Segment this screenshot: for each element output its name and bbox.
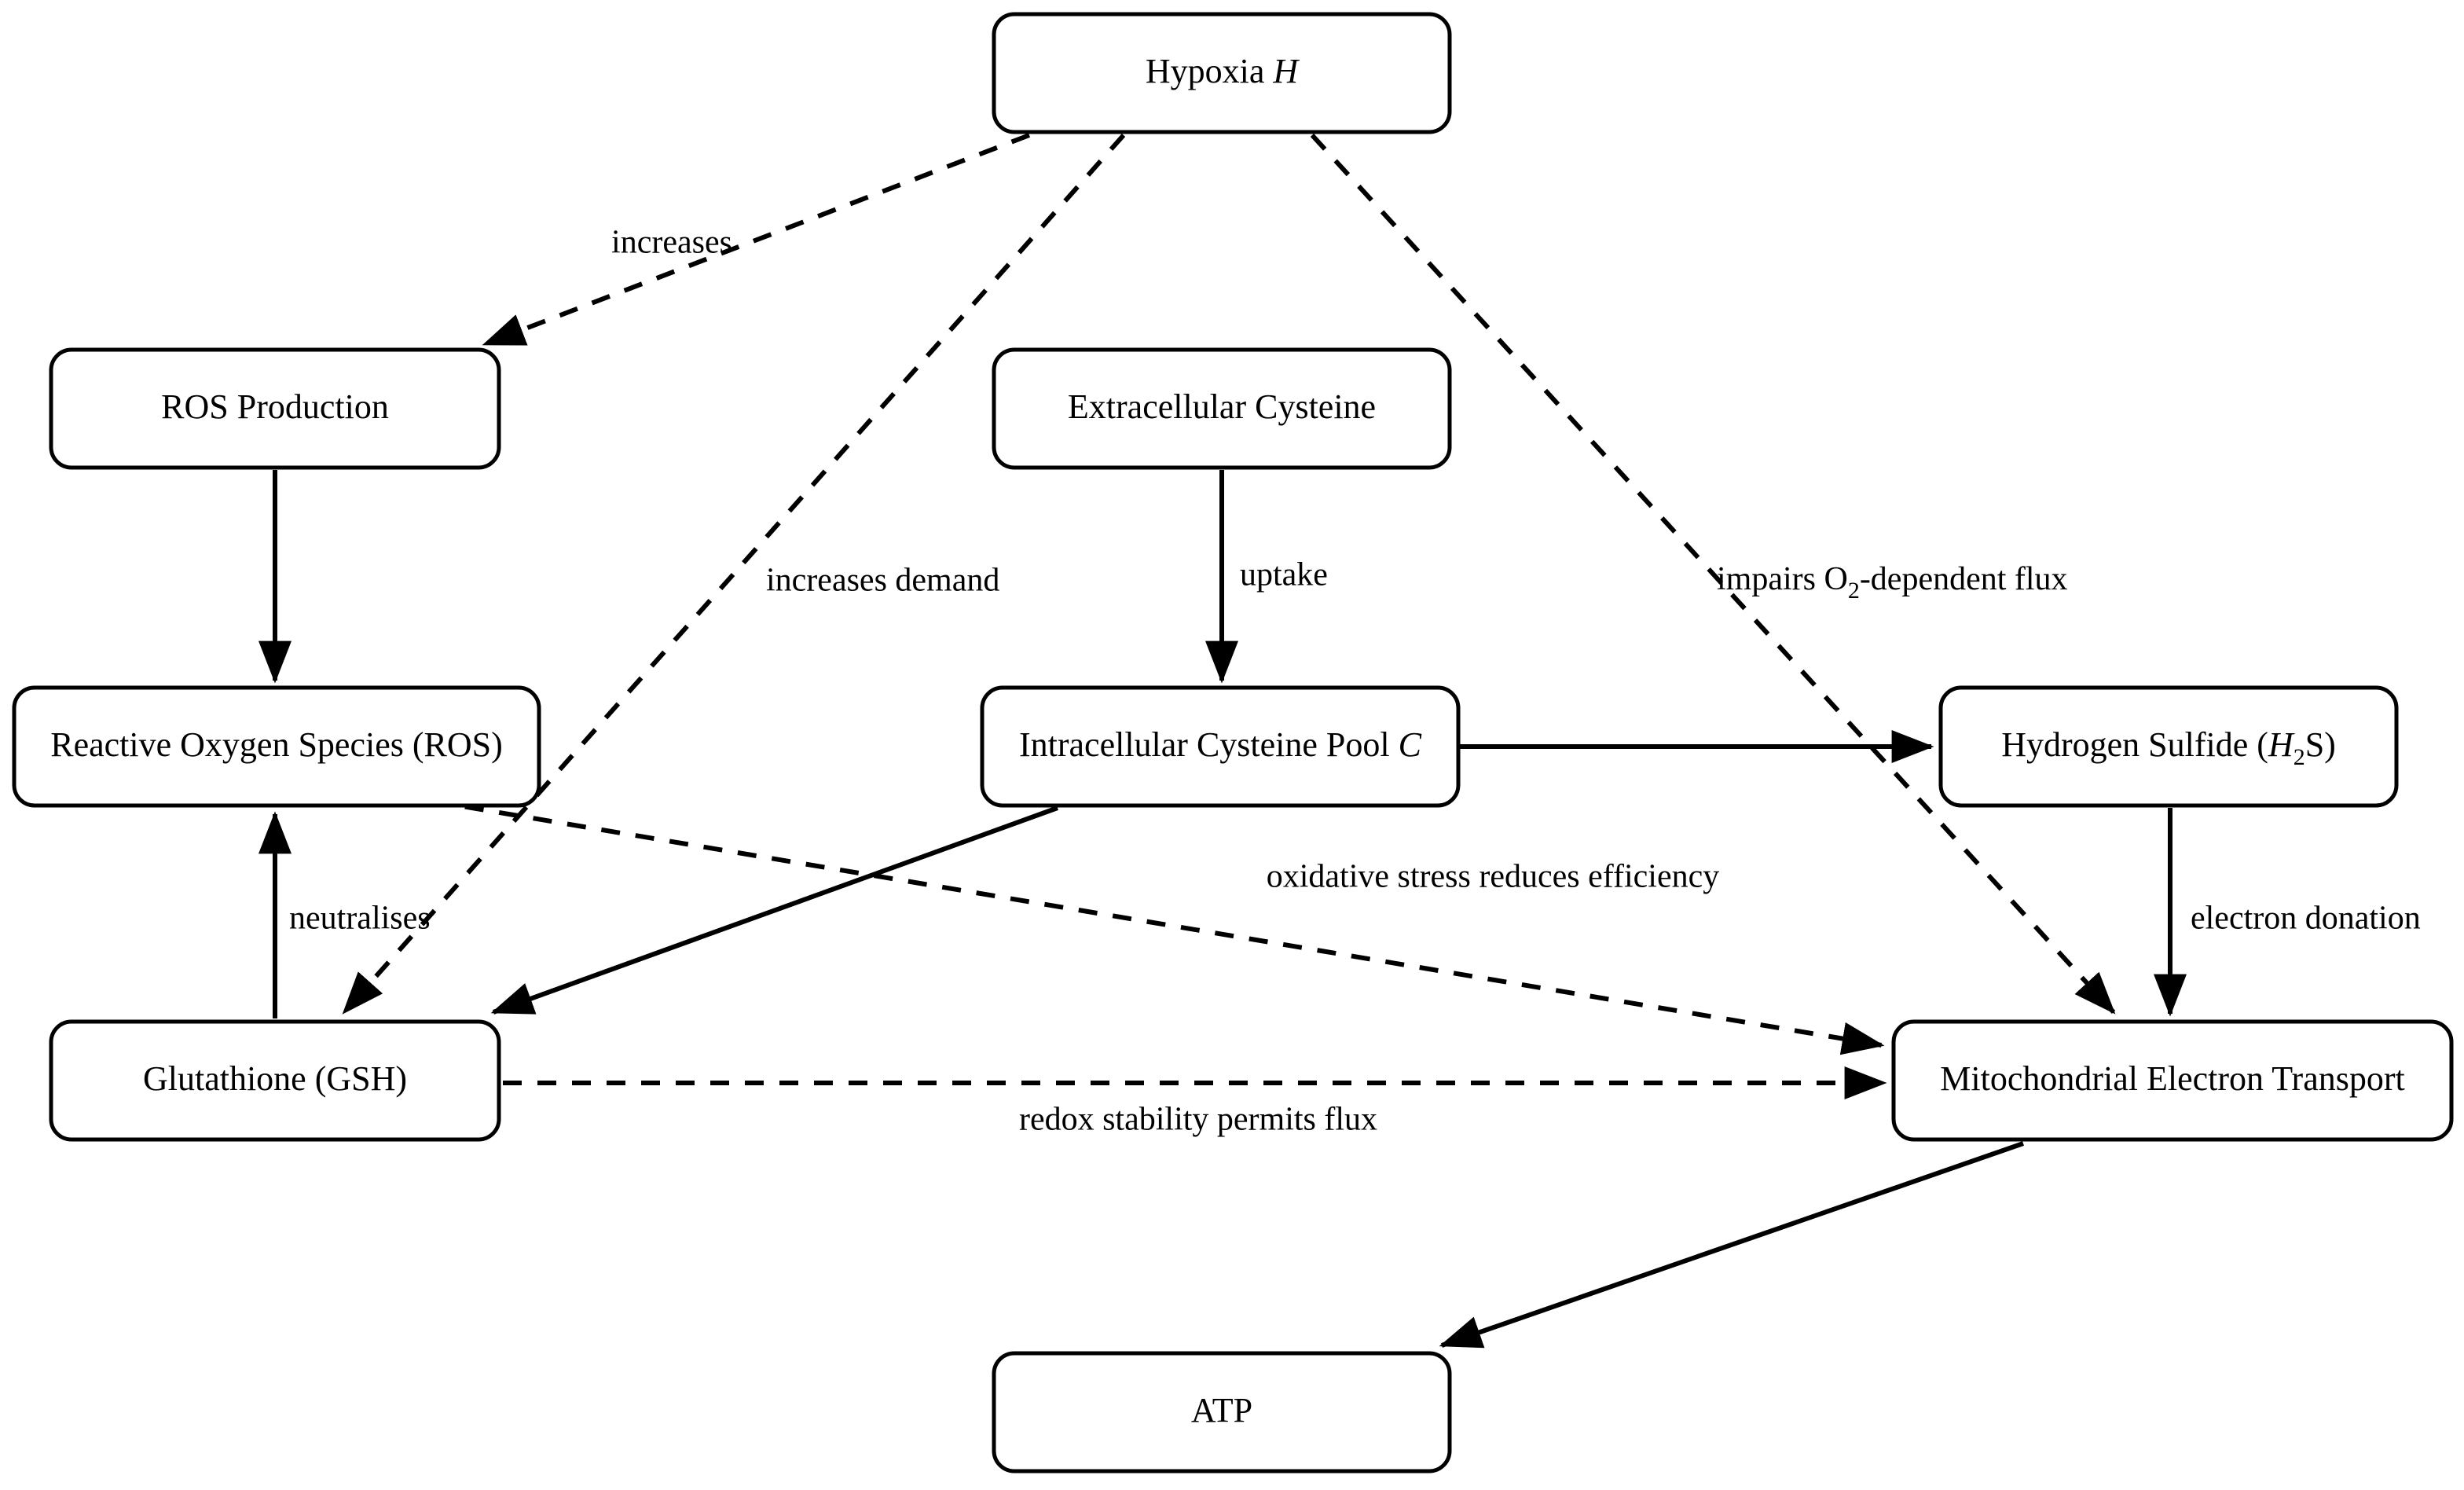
node-hypoxia-label-text: Hypoxia (1146, 52, 1274, 90)
node-h2s-label-suffix: S) (2305, 725, 2336, 764)
node-atp-label: ATP (1191, 1391, 1252, 1429)
node-hypoxia-label-italic: H (1272, 52, 1300, 90)
edge-hydrogen-sulfide-to-mitochondrial-electron-transport: electron donation (2154, 808, 2421, 1017)
node-mitochondrial-electron-transport-label: Mitochondrial Electron Transport (1940, 1059, 2405, 1098)
edge-label-part-a: impairs O (1717, 561, 1848, 597)
node-intracellular-cysteine-pool-box[interactable] (980, 685, 1461, 808)
node-h2s-label-subscript: 2 (2294, 744, 2305, 770)
node-ros-production-box[interactable] (49, 347, 501, 470)
edge-hypoxia-to-mitochondrial-electron-transport: impairs O2-dependent flux (1310, 133, 2116, 1015)
edge-label-part-b: -dependent flux (1860, 561, 2068, 597)
node-ros-production-label: ROS Production (161, 387, 389, 426)
edges-layer: increases increases demand impairs O2-de… (258, 133, 2421, 1349)
edge-label-impairs-o2-dependent-flux: impairs O2-dependent flux (1717, 561, 2068, 604)
node-reactive-oxygen-species[interactable]: Reactive Oxygen Species (ROS) (12, 685, 541, 808)
edge-extracellular-cysteine-to-cysteine-pool: uptake (1205, 470, 1328, 684)
edge-label-subscript: 2 (1848, 578, 1860, 604)
node-extracellular-cysteine[interactable]: Extracellular Cysteine (992, 347, 1452, 470)
node-cys-pool-label-italic: C (1399, 725, 1422, 764)
node-h2s-label-text: Hydrogen Sulfide ( (2001, 725, 2268, 764)
edge-label-oxidative-stress-reduces-efficiency: oxidative stress reduces efficiency (1267, 859, 1720, 895)
edge-cysteine-pool-to-glutathione (490, 806, 1059, 1015)
edge-hypoxia-to-ros-production: increases (482, 133, 1031, 347)
node-hydrogen-sulfide-label: Hydrogen Sulfide (H2S) (2001, 725, 2336, 770)
node-hypoxia-box[interactable] (992, 12, 1452, 134)
node-hydrogen-sulfide[interactable]: Hydrogen Sulfide (H2S) (1938, 685, 2399, 808)
edge-ros-to-mitochondrial-electron-transport: oxidative stress reduces efficiency (396, 793, 1885, 1055)
edge-glutathione-to-ros: neutralises (258, 811, 431, 1018)
node-hypoxia-label: Hypoxia H (1146, 52, 1300, 90)
edge-line-oxidative-stress-reduces-efficiency (396, 793, 1885, 1055)
node-reactive-oxygen-species-label: Reactive Oxygen Species (ROS) (50, 725, 503, 764)
edge-label-redox-stability-permits-flux: redox stability permits flux (1019, 1102, 1377, 1138)
node-extracellular-cysteine-label: Extracellular Cysteine (1068, 387, 1376, 426)
edge-line-impairs-o2-dependent-flux (1310, 133, 2116, 1015)
node-hydrogen-sulfide-box[interactable] (1938, 685, 2399, 808)
edge-label-increases: increases (611, 225, 732, 261)
node-h2s-label-italic: H (2268, 725, 2295, 764)
node-atp[interactable]: ATP (992, 1351, 1452, 1473)
node-intracellular-cysteine-pool-label: Intracellular Cysteine Pool C (1019, 725, 1422, 764)
edge-label-neutralises: neutralises (289, 901, 431, 937)
edge-label-electron-donation: electron donation (2191, 901, 2421, 937)
node-glutathione-box[interactable] (49, 1019, 501, 1142)
edge-glutathione-to-mitochondrial-electron-transport: redox stability permits flux (503, 1066, 1887, 1138)
node-reactive-oxygen-species-box[interactable] (12, 685, 541, 808)
nodes-layer: Hypoxia H ROS Production Extracellular C… (12, 12, 2454, 1473)
edge-label-uptake: uptake (1240, 557, 1328, 593)
edge-line-increases-demand (342, 134, 1126, 1015)
edge-label-increases-demand: increases demand (766, 563, 999, 599)
edge-line-met-atp (1439, 1141, 2024, 1349)
node-extracellular-cysteine-box[interactable] (992, 347, 1452, 470)
edge-hypoxia-to-glutathione: increases demand (342, 134, 1126, 1015)
node-intracellular-cysteine-pool[interactable]: Intracellular Cysteine Pool C (980, 685, 1461, 808)
node-cys-pool-label-text: Intracellular Cysteine Pool (1019, 725, 1399, 764)
node-mitochondrial-electron-transport-box[interactable] (1891, 1019, 2454, 1142)
node-mitochondrial-electron-transport[interactable]: Mitochondrial Electron Transport (1891, 1019, 2454, 1142)
edge-mitochondrial-electron-transport-to-atp (1439, 1141, 2024, 1349)
edge-line-cysteine-pool-gsh (490, 806, 1059, 1015)
node-ros-production[interactable]: ROS Production (49, 347, 501, 470)
node-glutathione[interactable]: Glutathione (GSH) (49, 1019, 501, 1142)
node-glutathione-label: Glutathione (GSH) (143, 1059, 407, 1098)
node-hypoxia[interactable]: Hypoxia H (992, 12, 1452, 134)
edge-line-increases (482, 133, 1031, 347)
node-atp-box[interactable] (992, 1351, 1452, 1473)
